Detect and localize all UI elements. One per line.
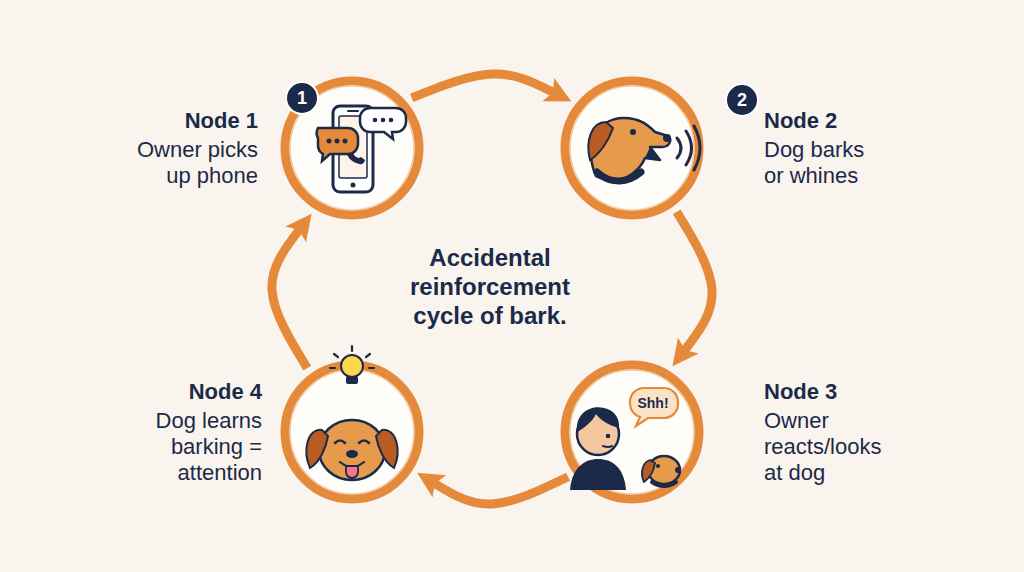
node-description: Owner reacts/looks at dog [764, 407, 904, 486]
node-heading: Node 4 [134, 378, 262, 406]
phone-illustration-part [360, 108, 406, 139]
cycle-arrow [435, 477, 568, 504]
happy-dog-illustration-part [346, 450, 358, 458]
circle-inner-line [290, 370, 414, 494]
node-heading: Node 3 [764, 378, 904, 406]
node-heading: Node 2 [764, 107, 882, 135]
node-heading: Node 1 [120, 107, 258, 135]
barking-dog-illustration-part [663, 134, 671, 142]
phone-illustration [317, 106, 406, 192]
process-circle: Node 4Dog learns barking = attention [280, 360, 424, 504]
barking-dog-illustration [588, 118, 700, 182]
happy-dog-illustration-part [319, 420, 385, 480]
happy-dog-illustration-part [351, 346, 353, 351]
phone-illustration-part [333, 106, 373, 192]
owner-and-dog-illustration-part [606, 434, 611, 439]
barking-dog-illustration-part [588, 122, 613, 160]
circle-inner-line [290, 86, 414, 210]
happy-dog-illustration-part [335, 441, 345, 444]
cycle-arrow [677, 212, 712, 350]
happy-dog-illustration-part [306, 430, 328, 468]
owner-and-dog-illustration-part [648, 456, 680, 484]
happy-dog-illustration-part [346, 466, 358, 478]
happy-dog-illustration-part [340, 462, 364, 467]
happy-dog-illustration-part [346, 376, 358, 384]
node-text-group: Node 4Dog learns barking = attention [134, 378, 262, 487]
owner-and-dog-illustration-part [656, 464, 660, 468]
barking-dog-illustration-part [677, 138, 681, 158]
happy-dog-illustration-part [359, 441, 369, 444]
cycle-arrow [272, 230, 307, 368]
barking-dog-illustration-part [630, 129, 636, 135]
circle-ring [565, 365, 699, 499]
circle-ring [285, 365, 419, 499]
circle-outline [280, 360, 424, 504]
owner-and-dog-illustration-part [630, 388, 678, 426]
phone-illustration-part [346, 146, 365, 165]
barking-dog-illustration-part [597, 172, 641, 181]
number-badge-part [726, 84, 758, 116]
node-description: Dog learns barking = attention [134, 407, 262, 486]
phone-illustration-part [317, 128, 358, 161]
process-circle: Node 1Owner picks up phone [280, 76, 424, 220]
phone-illustration-part [343, 139, 348, 144]
owner-and-dog-illustration-part [603, 446, 612, 447]
happy-dog-illustration-part [376, 430, 398, 468]
owner-and-dog-illustration-part [675, 467, 681, 473]
circle-outline [560, 360, 704, 504]
callout-number: 2 [737, 90, 747, 111]
node-text-group: Node 1Owner picks up phone [120, 107, 258, 189]
center-title: Accidental reinforcement cycle of bark. [383, 244, 598, 330]
happy-dog-illustration-part [369, 367, 374, 369]
node-text-group: Node 2Dog barks or whines [764, 107, 882, 189]
owner-and-dog-illustration-part [577, 407, 619, 432]
phone-illustration-part [348, 110, 358, 112]
cycle-arrow [412, 74, 553, 98]
barking-dog-illustration-part [645, 147, 660, 160]
owner-and-dog-illustration [570, 388, 681, 490]
phone-illustration-part [351, 183, 356, 188]
node-description: Owner picks up phone [120, 136, 258, 189]
owner-and-dog-illustration-part [577, 413, 619, 455]
node-description: Dog barks or whines [764, 136, 882, 189]
circle-outline [560, 76, 704, 220]
circle-inner-line [570, 370, 694, 494]
phone-illustration-part [389, 118, 394, 123]
owner-and-dog-illustration-part [652, 482, 676, 486]
circle-ring [565, 81, 699, 215]
node-text-group: Node 3Owner reacts/looks at dog [764, 378, 904, 487]
barking-dog-illustration-part [694, 126, 700, 170]
happy-dog-illustration [306, 346, 397, 480]
number-badge [286, 82, 758, 116]
happy-dog-illustration-part [341, 355, 363, 377]
phone-illustration-part [381, 118, 386, 123]
process-circle: Node 2Dog barks or whines [560, 76, 704, 220]
phone-illustration-part [373, 118, 378, 123]
barking-dog-illustration-part [686, 131, 692, 165]
circle-outline [280, 76, 424, 220]
process-circle: Node 3Owner reacts/looks at dog [560, 360, 704, 504]
phone-illustration-part [335, 139, 340, 144]
phone-illustration-part [339, 116, 367, 178]
barking-dog-illustration-part [591, 118, 670, 182]
happy-dog-illustration-part [334, 354, 338, 357]
number-badge-part [286, 82, 318, 114]
owner-and-dog-illustration-part [570, 459, 626, 490]
circle-inner-line [570, 86, 694, 210]
circle-ring [285, 81, 419, 215]
owner-and-dog-illustration-part [642, 460, 655, 482]
phone-illustration-part [327, 139, 332, 144]
happy-dog-illustration-part [366, 354, 370, 357]
happy-dog-illustration-part [330, 367, 335, 369]
